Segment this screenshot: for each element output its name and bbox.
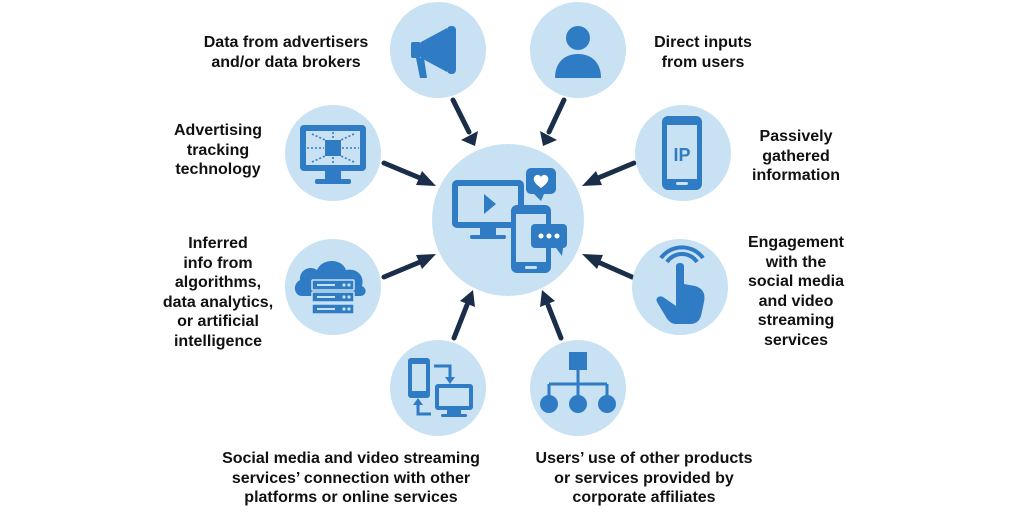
- arrow-affiliates: [540, 290, 564, 341]
- node-inferred: [285, 239, 381, 335]
- label-inferred: Inferred info from algorithms, data anal…: [162, 235, 274, 350]
- arrow-engagement: [582, 254, 635, 280]
- node-engagement: [632, 239, 728, 335]
- arrow-connections: [451, 290, 475, 341]
- arrow-passive: [582, 160, 637, 186]
- center-node: [432, 144, 584, 296]
- megaphone-icon: [411, 26, 456, 78]
- node-passive: IP: [635, 105, 731, 201]
- heart-bubble-icon: [526, 168, 556, 201]
- device-sync-icon: [408, 358, 473, 417]
- label-connections: Social media and video streaming service…: [222, 450, 480, 506]
- node-advertisers: [390, 2, 486, 98]
- arrow-users: [540, 97, 567, 146]
- label-affiliates: Users’ use of other products or services…: [535, 450, 753, 506]
- ip-text: IP: [673, 145, 690, 165]
- phone-ip-icon: IP: [662, 116, 702, 190]
- label-users: Direct inputs from users: [654, 34, 752, 71]
- media-devices-icon: [452, 168, 567, 273]
- label-passive: Passively gathered information: [752, 128, 840, 184]
- tracking-monitor-icon: [300, 125, 366, 184]
- node-users: [530, 2, 626, 98]
- cloud-server-icon: [294, 261, 366, 315]
- org-chart-icon: [540, 352, 616, 413]
- label-engagement: Engagement with the social media and vid…: [747, 234, 845, 349]
- arrows: [381, 97, 637, 341]
- node-tracking: [285, 105, 381, 201]
- label-tracking: Advertising tracking technology: [173, 122, 262, 178]
- arrow-inferred: [381, 254, 436, 280]
- arrow-tracking: [381, 160, 436, 186]
- node-connections: [390, 340, 486, 436]
- touch-hand-icon: [656, 245, 705, 324]
- person-icon: [555, 26, 601, 78]
- label-advertisers: Data from advertisers and/or data broker…: [203, 34, 369, 71]
- chat-bubble-icon: [531, 224, 567, 256]
- node-affiliates: [530, 340, 626, 436]
- play-icon: [484, 194, 496, 214]
- arrow-advertisers: [450, 97, 478, 146]
